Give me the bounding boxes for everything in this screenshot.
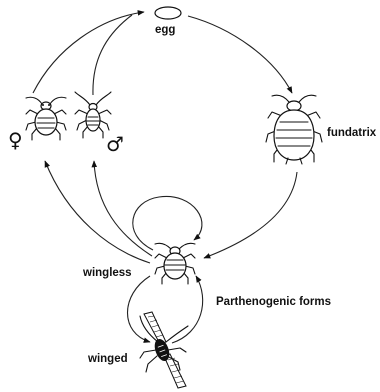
female-symbol: ♀ bbox=[8, 128, 23, 152]
arrow-female-to-egg bbox=[33, 12, 144, 93]
parthenogenic-forms-label: Parthenogenic forms bbox=[216, 296, 331, 308]
aphid-fundatrix-icon bbox=[266, 95, 322, 164]
arrow-wingless-to-female bbox=[45, 161, 150, 263]
arrow-fundatrix-to-wingless bbox=[204, 172, 297, 258]
arrow-wingless-to-male bbox=[94, 161, 152, 256]
arrow-wingless-to-winged bbox=[128, 276, 151, 342]
wingless-label: wingless bbox=[82, 267, 132, 279]
arrow-wingless-self-loop bbox=[133, 196, 202, 250]
fundatrix-label: fundatrix bbox=[327, 127, 377, 139]
male-symbol: ♂ bbox=[106, 132, 124, 156]
aphid-winged-icon bbox=[140, 312, 188, 388]
arrow-egg-to-fundatrix bbox=[188, 16, 292, 93]
egg-icon bbox=[155, 7, 181, 19]
winged-label: winged bbox=[87, 353, 128, 365]
aphid-female-icon bbox=[26, 97, 66, 140]
egg-label: egg bbox=[155, 24, 175, 36]
aphid-wingless-icon bbox=[155, 243, 195, 284]
arrow-winged-to-wingless bbox=[172, 276, 203, 343]
